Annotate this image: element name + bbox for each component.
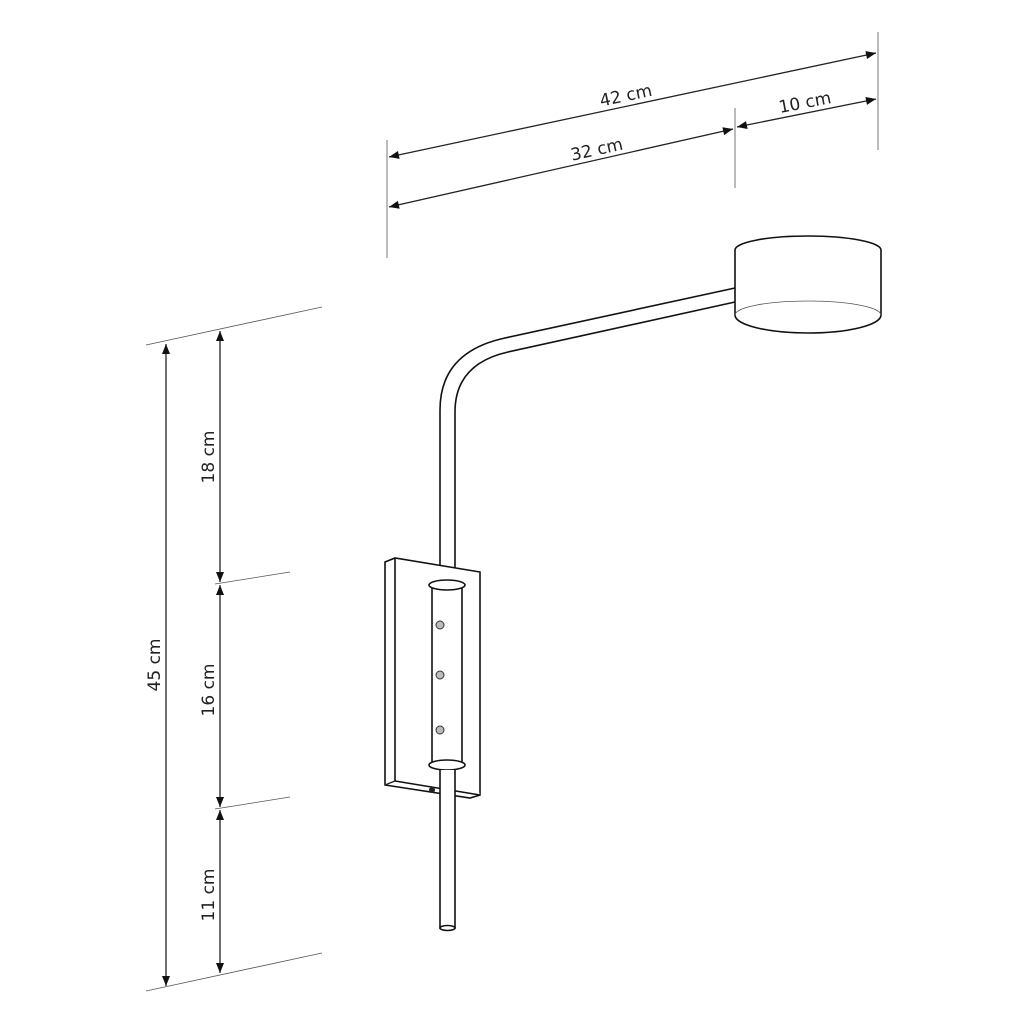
dimension-32cm: 32 cm [388, 127, 734, 209]
lamp-arm [439, 287, 736, 585]
label-mount-height: 16 cm [199, 664, 219, 717]
dimension-18cm: 18 cm [199, 331, 224, 582]
lower-stem [439, 770, 456, 932]
dimension-16cm: 16 cm [199, 585, 224, 807]
dimension-10cm: 10 cm [736, 88, 877, 129]
dimension-45cm: 45 cm [145, 344, 170, 986]
lamp-shade [734, 235, 882, 334]
top-extension-lines [386, 32, 879, 258]
left-extension-lines [145, 306, 323, 992]
dimension-11cm: 11 cm [199, 810, 224, 973]
hinge-bar [428, 579, 466, 771]
label-arm-length: 32 cm [569, 135, 625, 166]
label-lower-height: 11 cm [199, 869, 219, 922]
label-upper-height: 18 cm [199, 431, 219, 484]
label-total-height: 45 cm [145, 639, 165, 692]
